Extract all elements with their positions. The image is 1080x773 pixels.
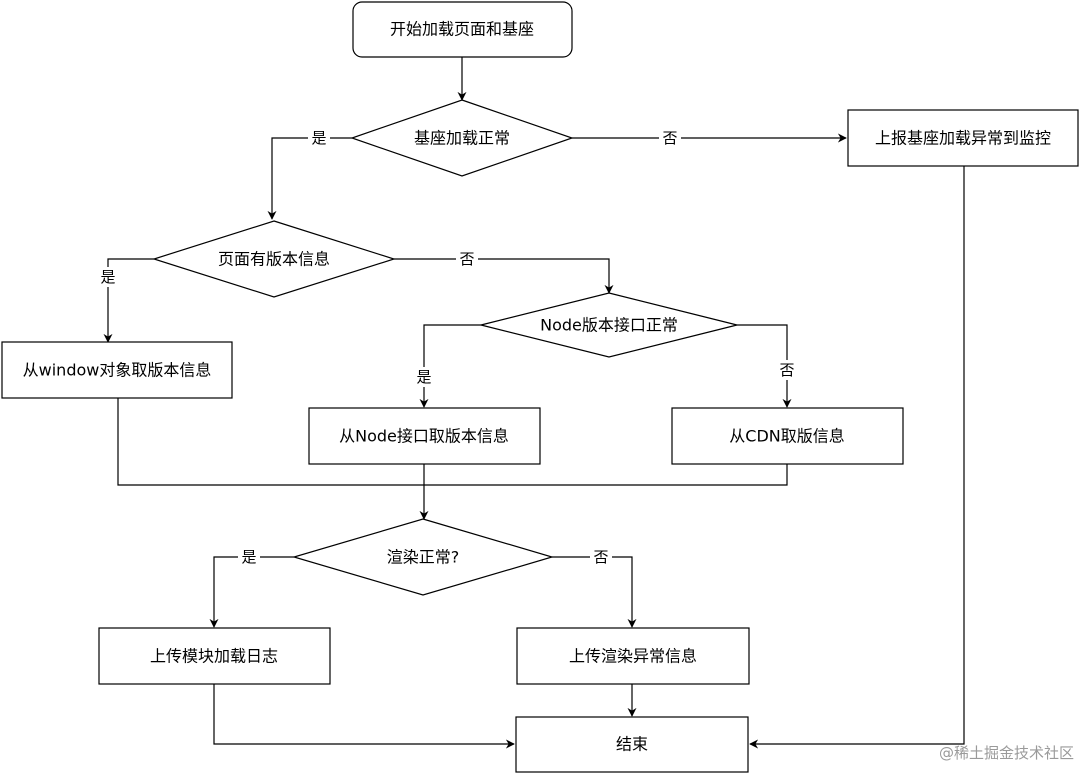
label-node-no: 否 [779, 361, 794, 379]
watermark: @稀土掘金技术社区 [939, 744, 1074, 762]
decision-node-ok [480, 292, 738, 358]
label-node-yes: 是 [416, 368, 431, 386]
decision-node-ok-label: Node版本接口正常 [540, 316, 678, 335]
decision-base-ok-label: 基座加载正常 [414, 129, 510, 148]
start-node [352, 1, 573, 58]
edge-base-yes [267, 137, 352, 220]
from-window-node-label: 从window对象取版本信息 [23, 361, 212, 380]
label-base-yes: 是 [311, 129, 326, 147]
from-node-node [308, 407, 541, 465]
report-node [847, 109, 1079, 167]
decision-render-ok-label: 渲染正常? [387, 548, 460, 567]
end-node [515, 716, 749, 773]
edge-node-yes [419, 324, 481, 408]
end-node-label: 结束 [616, 735, 648, 754]
from-cdn-node [671, 407, 904, 465]
label-render-no: 否 [593, 548, 608, 566]
edge-report-to-end [749, 166, 965, 749]
label-base-no: 否 [662, 129, 677, 147]
start-node-label: 开始加载页面和基座 [390, 20, 534, 39]
label-render-yes: 是 [241, 548, 256, 566]
label-version-yes: 是 [100, 268, 115, 286]
label-version-no: 否 [459, 250, 474, 268]
decision-render-ok [291, 518, 555, 596]
edge-window-merge [117, 398, 788, 486]
edge-version-no [394, 258, 614, 294]
log-node [98, 627, 331, 685]
decision-base-ok [350, 99, 574, 177]
decision-has-version [152, 220, 396, 298]
render-error-node [516, 627, 750, 685]
report-node-label: 上报基座加载异常到监控 [875, 129, 1051, 148]
from-cdn-node-label: 从CDN取版信息 [729, 427, 844, 446]
log-node-label: 上传模块加载日志 [150, 647, 278, 666]
render-error-node-label: 上传渲染异常信息 [569, 647, 697, 666]
from-node-node-label: 从Node接口取版本信息 [339, 427, 509, 446]
edge-render-yes [209, 556, 294, 628]
edge-version-yes [103, 258, 154, 343]
decision-has-version-label: 页面有版本信息 [218, 250, 330, 269]
edge-log-to-end [213, 684, 515, 749]
from-window-node [1, 341, 233, 399]
edge-render-no [552, 556, 637, 628]
